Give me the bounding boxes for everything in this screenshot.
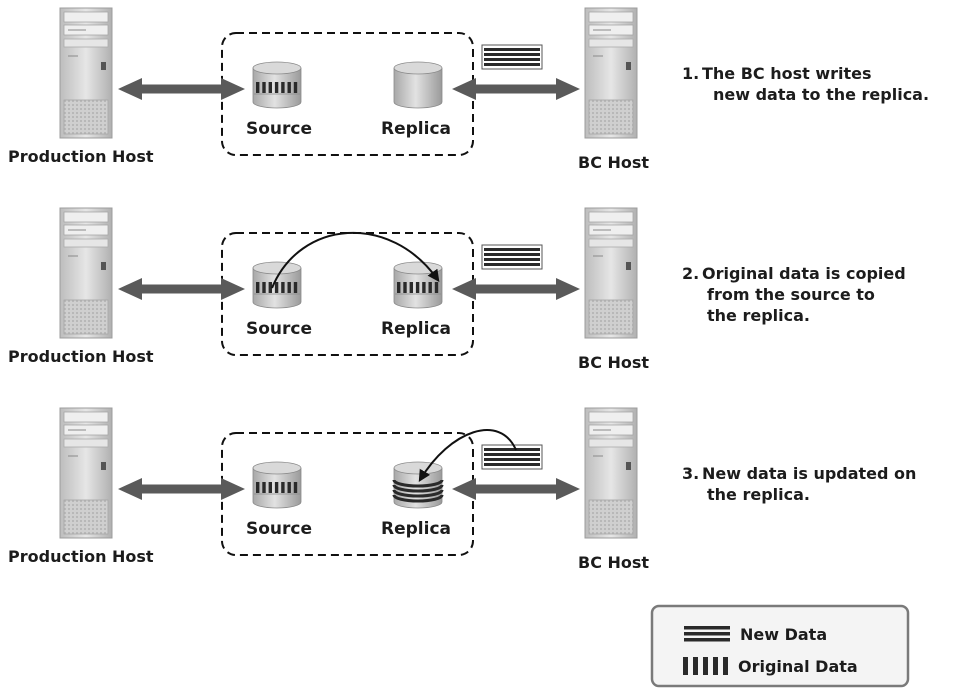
step-number: 3.	[682, 464, 699, 483]
step-text-line: New data is updated on	[702, 464, 916, 483]
production-link-arrow	[118, 478, 245, 500]
bc-host-label: BC Host	[578, 153, 649, 172]
legend-original-data-label: Original Data	[738, 657, 858, 676]
write-arrow	[418, 429, 517, 483]
bc-host-server-icon	[584, 207, 638, 339]
step-text-line: new data to the replica.	[713, 85, 929, 104]
replica-volume-icon	[393, 261, 443, 309]
replica-label: Replica	[381, 319, 451, 339]
replica-label: Replica	[381, 519, 451, 539]
source-volume-icon	[252, 61, 302, 109]
step-text-line: Original data is copied	[702, 264, 906, 283]
new-data-block-icon	[481, 244, 543, 270]
replica-label: Replica	[381, 119, 451, 139]
bc-host-label: BC Host	[578, 553, 649, 572]
production-host-server-icon	[59, 407, 113, 539]
bc-link-arrow	[452, 78, 580, 100]
step-text-line: The BC host writes	[702, 64, 872, 83]
production-host-server-icon	[59, 7, 113, 139]
source-label: Source	[246, 119, 312, 139]
legend: New Data Original Data	[650, 604, 910, 688]
step-description: 3.New data is updated on the replica.	[682, 464, 916, 504]
bc-host-server-icon	[584, 407, 638, 539]
source-label: Source	[246, 319, 312, 339]
production-link-arrow	[118, 278, 245, 300]
new-data-legend-icon	[684, 626, 730, 642]
production-link-arrow	[118, 78, 245, 100]
step-number: 2.	[682, 264, 699, 283]
bc-link-arrow	[452, 478, 580, 500]
source-volume-icon	[252, 461, 302, 509]
bc-host-server-icon	[584, 7, 638, 139]
step-text-line: from the source to	[707, 285, 875, 304]
step-text-line: the replica.	[707, 306, 810, 325]
production-host-label: Production Host	[8, 147, 154, 166]
production-host-server-icon	[59, 207, 113, 339]
new-data-block-icon	[481, 444, 543, 470]
bc-link-arrow	[452, 278, 580, 300]
original-data-legend-icon	[683, 657, 728, 675]
step-number: 1.	[682, 64, 699, 83]
bc-host-label: BC Host	[578, 353, 649, 372]
legend-new-data-label: New Data	[740, 625, 827, 644]
step-description: 2.Original data is copied from the source…	[682, 264, 906, 325]
step-text-line: the replica.	[707, 485, 810, 504]
new-data-block-icon	[481, 44, 543, 70]
source-volume-icon	[252, 261, 302, 309]
replica-volume-icon	[393, 61, 443, 109]
copy-arrow	[271, 232, 440, 289]
replica-volume-icon	[392, 461, 444, 509]
step-description: 1.The BC host writes new data to the repl…	[682, 64, 929, 104]
source-label: Source	[246, 519, 312, 539]
production-host-label: Production Host	[8, 547, 154, 566]
production-host-label: Production Host	[8, 347, 154, 366]
